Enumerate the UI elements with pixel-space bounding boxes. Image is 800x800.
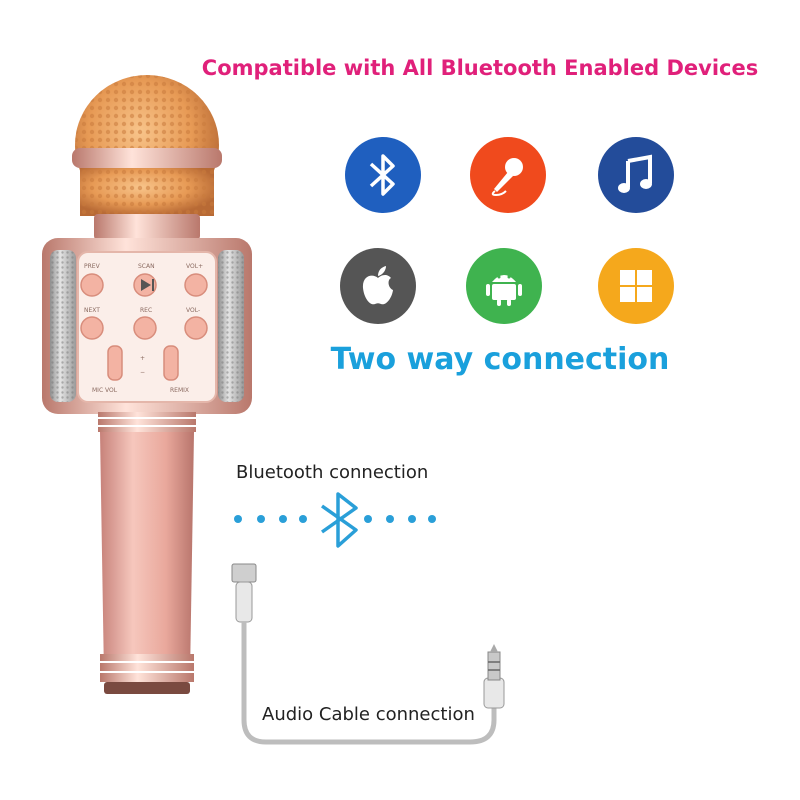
bluetooth-connection-icon bbox=[320, 492, 358, 548]
next-button bbox=[80, 316, 104, 340]
minus-label: − bbox=[140, 369, 145, 376]
rec-label: REC bbox=[140, 307, 152, 314]
bluetooth-dots bbox=[234, 515, 436, 523]
audio-cable bbox=[231, 563, 505, 745]
compatibility-headline: Compatible with All Bluetooth Enabled De… bbox=[201, 56, 759, 80]
vol-down-label: VOL- bbox=[186, 307, 200, 314]
music-note-icon bbox=[598, 137, 674, 213]
mic-vol-slider bbox=[107, 345, 123, 381]
rec-button bbox=[133, 316, 157, 340]
remix-label: REMIX bbox=[170, 387, 189, 394]
plus-label: + bbox=[140, 355, 145, 362]
windows-icon bbox=[598, 248, 674, 324]
audio-cable-label: Audio Cable connection bbox=[258, 704, 479, 725]
prev-label: PREV bbox=[84, 263, 101, 270]
mic-buttons bbox=[80, 273, 208, 381]
microphone-icon bbox=[470, 137, 546, 213]
prev-button bbox=[80, 273, 104, 297]
play-pause-icon bbox=[141, 279, 151, 291]
vol-down-button bbox=[184, 316, 208, 340]
bluetooth-icon bbox=[345, 137, 421, 213]
apple-icon bbox=[340, 248, 416, 324]
mic-vol-label: MIC VOL bbox=[92, 387, 118, 394]
vol-up-button bbox=[184, 273, 208, 297]
next-label: NEXT bbox=[84, 307, 100, 314]
two-way-connection-tagline: Two way connection bbox=[330, 342, 670, 377]
scan-label: SCAN bbox=[138, 263, 155, 270]
bluetooth-connection-label: Bluetooth connection bbox=[236, 462, 429, 483]
mic-handle bbox=[98, 412, 196, 694]
android-icon bbox=[466, 248, 542, 324]
remix-slider bbox=[163, 345, 179, 381]
vol-up-label: VOL+ bbox=[186, 263, 203, 270]
mic-grill bbox=[72, 75, 222, 240]
